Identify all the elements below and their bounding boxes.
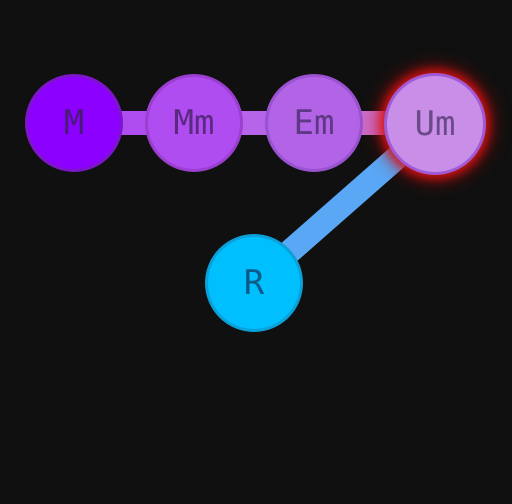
node-em-label: Em xyxy=(293,103,335,143)
node-um-label: Um xyxy=(414,104,456,144)
node-em[interactable]: Em xyxy=(265,74,363,172)
node-r[interactable]: R xyxy=(205,234,303,332)
node-mm[interactable]: Mm xyxy=(145,74,243,172)
node-m-label: M xyxy=(63,103,85,143)
node-um-highlighted[interactable]: Um xyxy=(384,73,486,175)
node-mm-label: Mm xyxy=(173,103,215,143)
node-r-label: R xyxy=(243,263,265,303)
node-m[interactable]: M xyxy=(25,74,123,172)
